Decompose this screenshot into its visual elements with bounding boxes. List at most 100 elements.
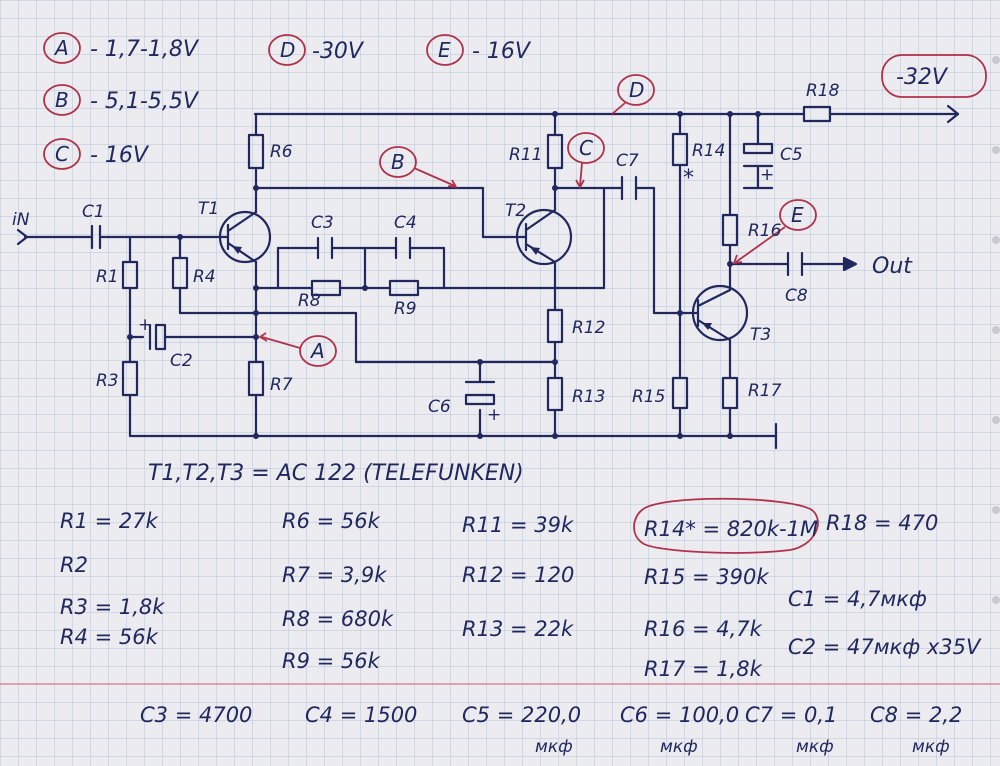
value-r2: R2 [60, 553, 88, 577]
value-r4: R4 = 56k [60, 625, 159, 649]
label-c7: C7 [616, 151, 639, 171]
value-c2: C2 = 47мкф x35V [788, 635, 982, 659]
supply-voltage: -32V [896, 65, 949, 90]
label-r8: R8 [298, 291, 321, 311]
component-labels: iN C1 T1 R1 R4 C2 R3 R6 R7 C3 C4 R8 R9 T… [12, 81, 913, 417]
label-r17: R17 [748, 381, 782, 401]
transistor-t1 [218, 210, 272, 264]
label-r3: R3 [96, 371, 119, 391]
value-r9: R9 = 56k [282, 649, 381, 673]
value-c5: C5 = 220,0 [462, 703, 581, 727]
value-r16: R16 = 4,7k [644, 617, 763, 641]
c2-plus-sign: + [138, 315, 152, 335]
testpoint-d [617, 74, 655, 106]
r14-highlight [633, 497, 819, 554]
label-r7: R7 [270, 375, 293, 395]
legend-value-e: - 16V [472, 39, 532, 64]
label-r18: R18 [806, 81, 840, 101]
testpoint-c-tag: C [579, 136, 593, 160]
parts-list: T1,T2,T3 = AC 122 (TELEFUNKEN) R1 = 27k … [60, 461, 982, 757]
transistor-t2 [515, 208, 573, 266]
label-c5: C5 [780, 145, 803, 165]
value-r17: R17 = 1,8k [644, 657, 763, 681]
c5-plus-sign: + [760, 165, 774, 185]
legend-tag-e: E [438, 38, 451, 62]
label-out: Out [872, 254, 913, 279]
unit-c5: мкф [535, 737, 573, 757]
value-c8: C8 = 2,2 [870, 703, 962, 727]
transistor-t3 [691, 284, 749, 342]
label-r16: R16 [748, 221, 782, 241]
value-c3: C3 = 4700 [140, 703, 252, 727]
legend: A - 1,7-1,8V B - 5,1-5,5V C - 16V D -30V… [43, 32, 987, 170]
circuit-wires [16, 104, 960, 450]
legend-tag-c: C [55, 142, 69, 166]
value-r8: R8 = 680k [282, 607, 394, 631]
unit-c7: мкф [796, 737, 834, 757]
resistor-bodies [121, 105, 832, 412]
unit-c6: мкф [660, 737, 698, 757]
label-c8: C8 [785, 286, 808, 306]
legend-tag-b: B [55, 88, 69, 112]
value-c1: C1 = 4,7мкф [788, 587, 927, 611]
label-r9: R9 [394, 299, 417, 319]
test-points: A B C D E [258, 74, 817, 367]
binding-holes [992, 56, 1000, 604]
label-r15: R15 [632, 387, 665, 407]
legend-marker-a [43, 32, 81, 64]
label-in: iN [12, 210, 30, 230]
label-c1: C1 [82, 202, 105, 222]
label-c3: C3 [311, 213, 334, 233]
label-r11: R11 [509, 145, 542, 165]
junction-dots [127, 111, 761, 439]
label-r4: R4 [193, 267, 216, 287]
label-c6: C6 [428, 397, 451, 417]
label-r14-star: * [683, 166, 694, 191]
label-t2: T2 [505, 201, 526, 221]
value-c7: C7 = 0,1 [745, 703, 837, 727]
label-r1: R1 [96, 267, 119, 287]
label-c4: C4 [394, 213, 417, 233]
value-r11: R11 = 39k [462, 513, 574, 537]
value-r3: R3 = 1,8k [60, 595, 165, 619]
value-c4: C4 = 1500 [305, 703, 417, 727]
value-r13: R13 = 22k [462, 617, 574, 641]
legend-marker-c [43, 138, 81, 170]
label-t3: T3 [750, 325, 771, 345]
value-r7: R7 = 3,9k [282, 563, 387, 587]
legend-value-c: - 16V [90, 143, 150, 168]
testpoint-e-tag: E [791, 203, 804, 227]
value-r1: R1 = 27k [60, 509, 159, 533]
testpoint-e [779, 199, 817, 231]
legend-value-d: -30V [312, 39, 365, 64]
c6-plus-sign: + [487, 405, 501, 425]
legend-value-b: - 5,1-5,5V [90, 89, 200, 114]
testpoint-a [299, 335, 337, 367]
legend-tag-d: D [280, 38, 295, 62]
label-c2: C2 [170, 351, 193, 371]
label-t1: T1 [198, 199, 219, 219]
legend-marker-e [426, 34, 464, 66]
testpoint-d-tag: D [629, 78, 644, 102]
label-r14: R14 [692, 141, 725, 161]
legend-marker-d [268, 34, 306, 66]
capacitor-plates [90, 142, 804, 406]
legend-tag-a: A [53, 36, 69, 60]
value-c6: C6 = 100,0 [620, 703, 739, 727]
legend-marker-b [43, 84, 81, 116]
value-r6: R6 = 56k [282, 509, 381, 533]
testpoint-a-tag: A [309, 339, 325, 363]
value-r12: R12 = 120 [462, 563, 574, 587]
label-r6: R6 [270, 142, 293, 162]
legend-value-a: - 1,7-1,8V [90, 37, 200, 62]
value-r18: R18 = 470 [826, 511, 938, 535]
label-r12: R12 [572, 318, 605, 338]
transistor-type: T1,T2,T3 = AC 122 (TELEFUNKEN) [148, 461, 524, 486]
supply-marker [881, 54, 987, 98]
value-r15: R15 = 390k [644, 565, 769, 589]
testpoint-b-tag: B [391, 150, 405, 174]
testpoint-c [567, 132, 605, 164]
